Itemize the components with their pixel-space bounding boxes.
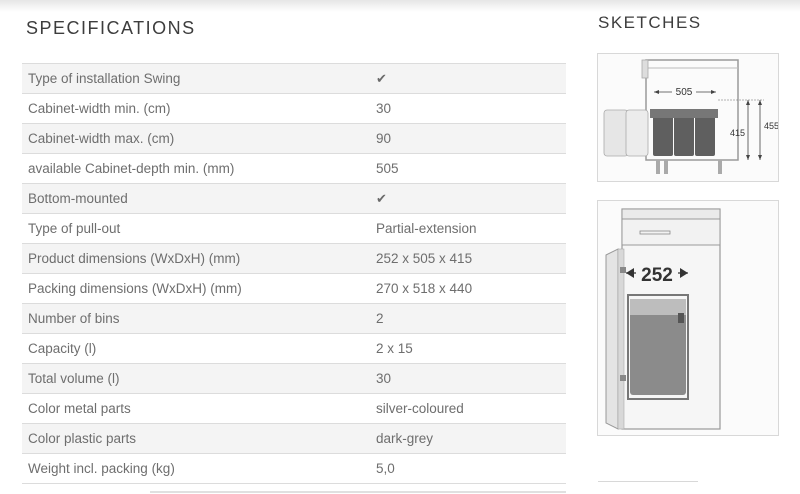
spec-label: available Cabinet-depth min. (mm) xyxy=(28,161,235,176)
spec-row: available Cabinet-depth min. (mm) 505 xyxy=(22,154,566,184)
spec-value: 90 xyxy=(376,131,392,146)
sketches-heading: SKETCHES xyxy=(598,13,702,32)
spec-row: Type of installation Swing ✔ xyxy=(22,64,566,94)
spec-row: Total volume (l) 30 xyxy=(22,364,566,394)
width-dimension-label: 252 xyxy=(641,265,673,286)
spec-label: Type of installation Swing xyxy=(28,71,181,86)
sketch-front-view[interactable]: 252 xyxy=(597,200,779,436)
spec-value: dark-grey xyxy=(376,431,434,446)
outer-height-label: 455 xyxy=(764,121,778,131)
spec-label: Capacity (l) xyxy=(28,341,97,356)
table-bottom-border xyxy=(150,491,566,493)
spec-row: Color metal parts silver-coloured xyxy=(22,394,566,424)
spec-row: Color plastic parts dark-grey xyxy=(22,424,566,454)
checkmark-icon: ✔ xyxy=(376,70,387,86)
specifications-table: Type of installation Swing ✔ Cabinet-width… xyxy=(22,63,566,484)
spec-row: Type of pull-out Partial-extension xyxy=(22,214,566,244)
spec-row: Cabinet-width min. (cm) 30 xyxy=(22,94,566,124)
spec-label: Type of pull-out xyxy=(28,221,121,236)
spec-value: 270 x 518 x 440 xyxy=(376,281,473,296)
spec-label: Packing dimensions (WxDxH) (mm) xyxy=(28,281,242,296)
spec-label: Color metal parts xyxy=(28,401,131,416)
spec-row: Capacity (l) 2 x 15 xyxy=(22,334,566,364)
spec-label: Cabinet-width max. (cm) xyxy=(28,131,175,146)
spec-label: Color plastic parts xyxy=(28,431,137,446)
spec-row: Product dimensions (WxDxH) (mm) 252 x 505… xyxy=(22,244,566,274)
spec-value: Partial-extension xyxy=(376,221,477,236)
spec-value: 252 x 505 x 415 xyxy=(376,251,473,266)
sketch-side-view[interactable]: 505 415 455 xyxy=(597,53,779,182)
spec-value: 2 xyxy=(376,311,384,326)
spec-label: Weight incl. packing (kg) xyxy=(28,461,175,476)
spec-row: Number of bins 2 xyxy=(22,304,566,334)
spec-label: Product dimensions (WxDxH) (mm) xyxy=(28,251,241,266)
spec-row: Cabinet-width max. (cm) 90 xyxy=(22,124,566,154)
top-shadow xyxy=(0,0,800,12)
spec-value: silver-coloured xyxy=(376,401,464,416)
spec-row: Packing dimensions (WxDxH) (mm) 270 x 518… xyxy=(22,274,566,304)
spec-row: Bottom-mounted ✔ xyxy=(22,184,566,214)
spec-label: Bottom-mounted xyxy=(28,191,128,206)
side-view-drawing: 505 415 455 xyxy=(603,59,779,174)
spec-label: Number of bins xyxy=(28,311,120,326)
spec-value: 30 xyxy=(376,101,392,116)
checkmark-icon: ✔ xyxy=(376,190,387,206)
spec-value: 505 xyxy=(376,161,399,176)
spec-label: Cabinet-width min. (cm) xyxy=(28,101,171,116)
inner-height-label: 415 xyxy=(730,128,745,138)
spec-row: Weight incl. packing (kg) 5,0 xyxy=(22,454,566,484)
spec-value: 30 xyxy=(376,371,392,386)
depth-dimension-label: 505 xyxy=(676,87,693,98)
spec-value: 2 x 15 xyxy=(376,341,413,356)
spec-label: Total volume (l) xyxy=(28,371,120,386)
front-view-drawing: 252 xyxy=(605,208,721,430)
spec-value: 5,0 xyxy=(376,461,395,476)
specifications-heading: SPECIFICATIONS xyxy=(26,18,196,38)
sketch-divider xyxy=(598,481,698,482)
